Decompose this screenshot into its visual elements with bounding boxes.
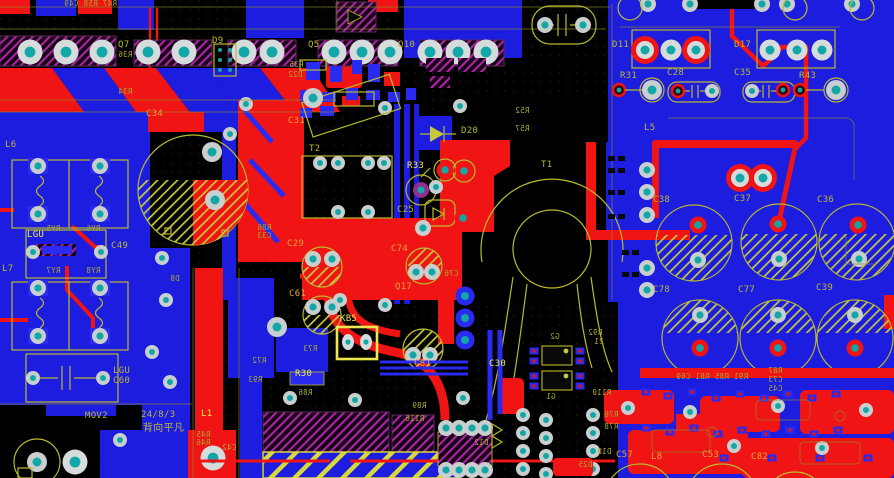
top-mosfet-row[interactable] — [0, 35, 505, 77]
inductor-l7[interactable] — [11, 280, 129, 351]
capacitor-c28-footprint[interactable] — [667, 81, 721, 103]
c30-trace-bundle — [380, 360, 468, 376]
diode-d11[interactable] — [631, 29, 711, 69]
dip-ic-d12[interactable] — [437, 420, 504, 478]
d9-outline — [213, 43, 237, 77]
inductor-l6[interactable] — [11, 158, 129, 229]
resistor-r43[interactable] — [792, 77, 849, 103]
diode-d17[interactable] — [756, 29, 836, 69]
top-edge-pads — [617, 0, 875, 21]
c29-c61-cluster[interactable] — [301, 246, 343, 335]
mov2-area — [13, 433, 226, 478]
capacitor-c31-footprint[interactable] — [301, 73, 402, 138]
r33-c25-cluster[interactable] — [405, 158, 476, 236]
l5-smd-group[interactable] — [608, 117, 855, 298]
diode-d20[interactable] — [420, 126, 456, 142]
capacitor-silk-top-center[interactable] — [531, 5, 597, 45]
relay-kb5[interactable] — [335, 325, 379, 361]
relay-lgu[interactable] — [25, 229, 108, 279]
q17-pad-column[interactable] — [455, 286, 475, 350]
resistor-r31[interactable] — [611, 77, 665, 103]
optocoupler-g1[interactable] — [529, 370, 585, 391]
transformer-t2[interactable] — [301, 155, 393, 219]
guide-lines — [0, 0, 840, 478]
bottom-right-power-area — [604, 368, 894, 478]
r30-chip[interactable] — [289, 371, 325, 386]
optocoupler-g2[interactable] — [529, 345, 585, 366]
capacitor-c60-footprint[interactable] — [25, 353, 119, 403]
